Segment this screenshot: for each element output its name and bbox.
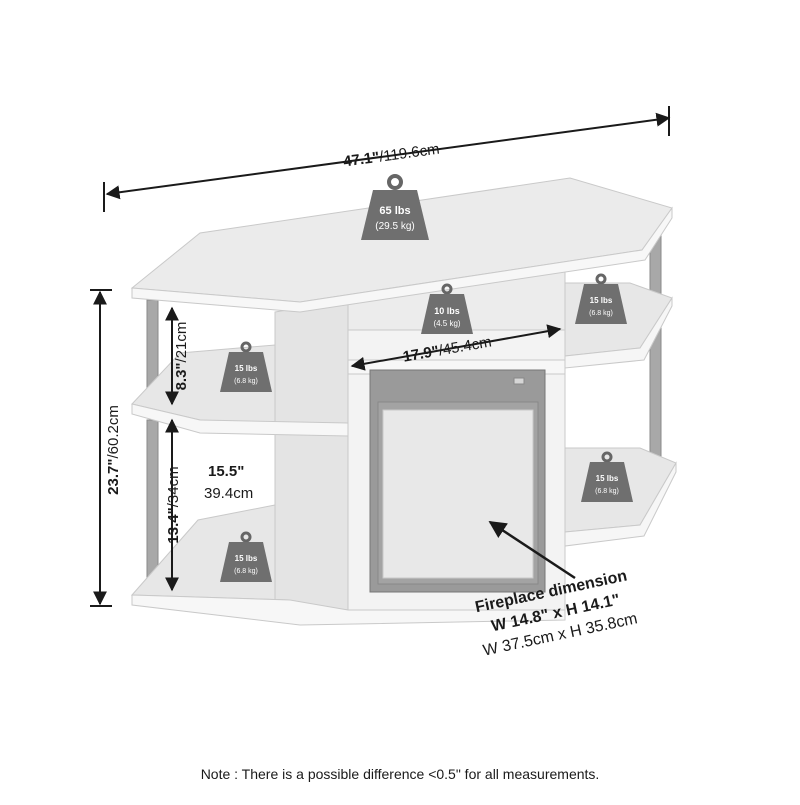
left-bottom-shelf-edge	[131, 594, 566, 626]
left-divider-panel	[274, 299, 349, 611]
weight-icon-right-top: 15 lbs (6.8 kg)	[575, 273, 627, 324]
shelf-depth-value: 15.5"	[208, 463, 244, 480]
fireplace-control	[513, 377, 525, 385]
weight-icon-left-bottom: 15 lbs (6.8 kg)	[220, 531, 272, 582]
svg-text:10 lbs: 10 lbs	[434, 306, 460, 316]
svg-text:15 lbs: 15 lbs	[235, 364, 258, 373]
svg-text:15 lbs: 15 lbs	[235, 554, 258, 563]
svg-text:(6.8 kg): (6.8 kg)	[234, 568, 258, 575]
weight-icon-center: 10 lbs (4.5 kg)	[421, 283, 473, 334]
svg-text:(6.8 kg): (6.8 kg)	[234, 378, 258, 385]
svg-text:(29.5 kg): (29.5 kg)	[375, 221, 414, 232]
svg-text:(4.5 kg): (4.5 kg)	[433, 319, 460, 328]
height-label: 23.7"/60.2cm	[105, 405, 122, 495]
lower-gap-label: 13.4"/34cm	[165, 466, 182, 543]
upper-gap-label: 8.3"/21cm	[173, 322, 190, 391]
svg-text:15 lbs: 15 lbs	[590, 296, 613, 305]
measurement-note: Note : There is a possible difference <0…	[200, 766, 600, 782]
weight-icon-left-middle: 15 lbs (6.8 kg)	[220, 341, 272, 392]
shelf-depth-metric: 39.4cm	[204, 485, 253, 502]
left-middle-shelf-edge	[131, 403, 349, 437]
width-label: 47.1"/119.6cm	[342, 141, 440, 171]
weight-icon-right-bottom: 15 lbs (6.8 kg)	[581, 451, 633, 502]
weight-icon-top: 65 lbs (29.5 kg)	[361, 174, 429, 240]
svg-text:65 lbs: 65 lbs	[379, 205, 410, 217]
tv-stand	[130, 177, 677, 626]
svg-text:(6.8 kg): (6.8 kg)	[595, 488, 619, 495]
svg-text:15 lbs: 15 lbs	[596, 474, 619, 483]
top-surface-edge	[131, 206, 673, 313]
svg-text:(6.8 kg): (6.8 kg)	[589, 310, 613, 317]
dimension-lines	[90, 106, 671, 607]
fireplace-glass	[382, 409, 534, 579]
